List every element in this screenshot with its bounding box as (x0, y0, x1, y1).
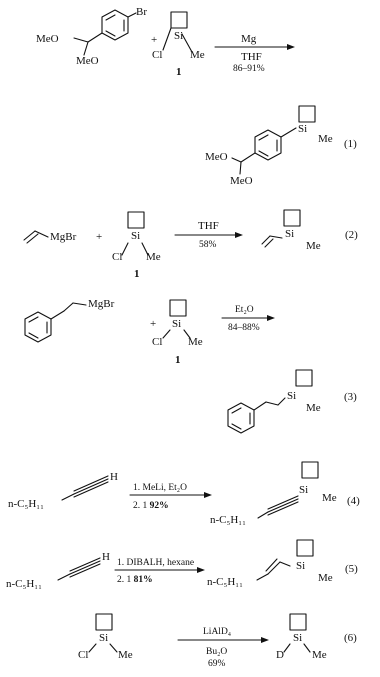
product-1-structure (231, 105, 316, 175)
methoxy-label: MeO (76, 55, 99, 67)
conditions-below: Bu₂O (206, 647, 228, 657)
yield-label: 58% (199, 240, 217, 250)
conditions-above: Mg (241, 33, 257, 45)
silicon-label: Si (287, 390, 297, 402)
hydrogen-label: H (110, 471, 118, 483)
chloro-label: Cl (152, 336, 163, 348)
grignard-label: MgBr (50, 231, 77, 243)
methyl-label: Me (188, 336, 203, 348)
grignard-label: MgBr (88, 298, 115, 310)
arrow-3-head (267, 315, 275, 321)
conditions-above: LiAlD₄ (203, 627, 232, 637)
product-3-structure (227, 369, 313, 434)
deuterosilane-6-structure (283, 613, 311, 653)
step-two-prefix: 2. 1 (117, 575, 132, 585)
chlorosilane-6-structure (88, 613, 118, 653)
deuterium-label: D (276, 649, 284, 661)
methyl-label: Me (190, 49, 205, 61)
step-two-prefix: 2. 1 (133, 501, 148, 511)
silicon-label: Si (296, 560, 306, 572)
silacyclobutane-reagent-2 (121, 211, 149, 256)
pentyl-label: n-C₅H₁₁ (8, 498, 44, 510)
phenethyl-grignard-structure (24, 302, 87, 343)
methoxy-label: MeO (230, 175, 253, 187)
product-5-structure (256, 539, 314, 581)
methyl-label: Me (322, 492, 337, 504)
equation-number: (2) (345, 229, 358, 241)
compound-number: 1 (175, 354, 181, 366)
conditions-above: THF (198, 220, 219, 232)
methyl-label: Me (306, 240, 321, 252)
yield-label: 69% (208, 659, 226, 669)
equation-number: (3) (344, 391, 357, 403)
aryl-bromide-structure (73, 9, 137, 56)
methyl-label: Me (306, 402, 321, 414)
compound-number: 92% (147, 501, 169, 511)
step-one-label: 1. DIBALH, hexane (117, 558, 195, 568)
yield-label: 86–91% (233, 64, 265, 74)
arrow-5-head (197, 567, 205, 573)
plus-sign: + (150, 318, 157, 330)
silacyclobutane-reagent-3 (162, 299, 191, 339)
silicon-label: Si (285, 228, 295, 240)
bromo-label: Br (136, 6, 147, 18)
chloro-label: Cl (152, 49, 163, 61)
equation-number: (5) (345, 563, 358, 575)
methyl-label: Me (118, 649, 133, 661)
equation-number: (4) (347, 495, 360, 507)
alkyne-4-structure (61, 475, 109, 501)
silicon-label: Si (174, 30, 184, 42)
product-2-structure (261, 209, 301, 248)
compound-number: 81% (131, 575, 153, 585)
silicon-label: Si (298, 123, 308, 135)
alkyne-5-structure (57, 557, 101, 581)
arrow-4-head (204, 492, 212, 498)
methyl-label: Me (318, 572, 333, 584)
arrow-6-head (261, 637, 269, 643)
step-two-label: 2. 1 92% (133, 500, 169, 512)
pentyl-label: n-C₅H₁₁ (210, 514, 246, 526)
yield-label: 84–88% (228, 323, 260, 333)
silicon-label: Si (99, 632, 109, 644)
arrow-2-head (235, 232, 243, 238)
conditions-above: Et₂O (235, 305, 254, 315)
silicon-label: Si (131, 230, 141, 242)
methoxy-label: MeO (36, 33, 59, 45)
methyl-label: Me (312, 649, 327, 661)
step-one-label: 1. MeLi, Et₂O (133, 483, 187, 493)
methoxy-label: MeO (205, 151, 228, 163)
silacyclobutane-reagent (162, 11, 193, 53)
silicon-label: Si (172, 318, 182, 330)
hydrogen-label: H (102, 551, 110, 563)
vinyl-grignard-structure (23, 230, 49, 244)
silicon-label: Si (293, 632, 303, 644)
equation-number: (1) (344, 138, 357, 150)
compound-number: 1 (134, 268, 140, 280)
chloro-label: Cl (78, 649, 89, 661)
arrow-1-head (287, 44, 295, 50)
equation-number: (6) (344, 632, 357, 644)
product-4-structure (257, 461, 319, 519)
pentyl-label: n-C₅H₁₁ (6, 578, 42, 590)
conditions-below: THF (241, 51, 262, 63)
methyl-label: Me (146, 251, 161, 263)
step-two-label: 2. 1 81% (117, 574, 153, 586)
plus-sign: + (96, 231, 103, 243)
plus-sign: + (151, 34, 158, 46)
pentyl-label: n-C₅H₁₁ (207, 576, 243, 588)
silicon-label: Si (299, 484, 309, 496)
compound-number: 1 (176, 66, 182, 78)
chloro-label: Cl (112, 251, 123, 263)
methyl-label: Me (318, 133, 333, 145)
